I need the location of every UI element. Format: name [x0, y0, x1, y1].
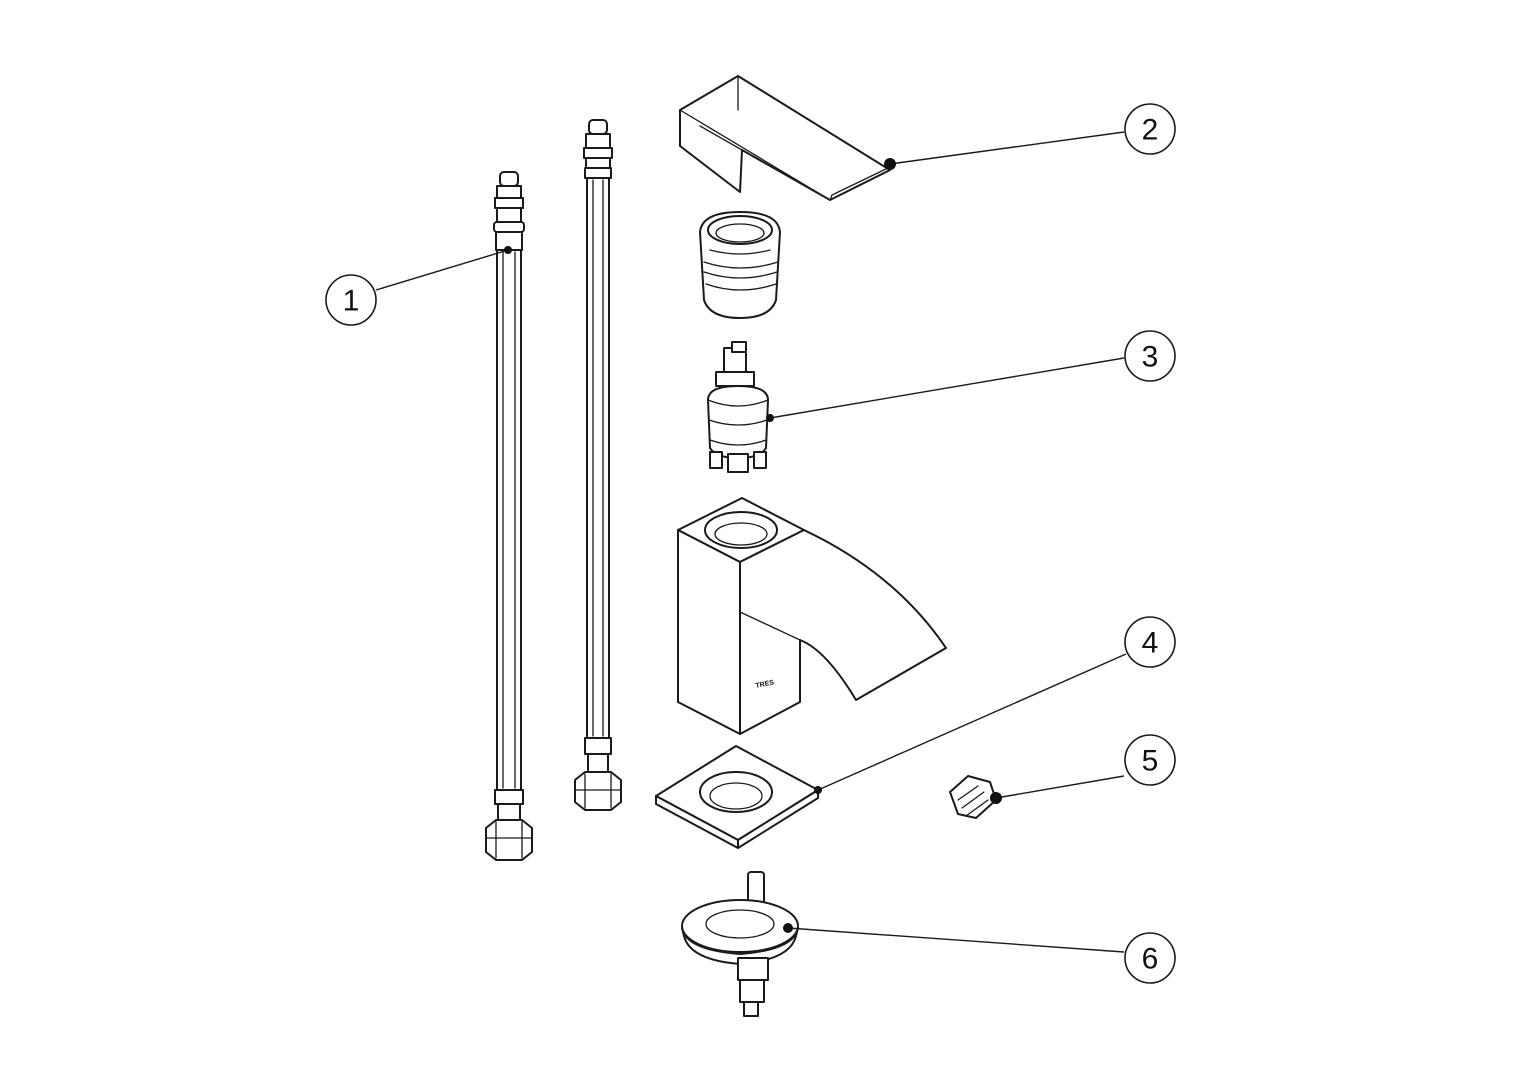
- leader-dot-1: [504, 246, 512, 254]
- leader-dot-5: [990, 792, 1002, 804]
- callout-number-5: 5: [1142, 745, 1159, 778]
- leader-6: [787, 927, 1125, 953]
- leader-1: [375, 249, 509, 291]
- callout-4: 4: [1124, 616, 1176, 668]
- callout-6: 6: [1124, 932, 1176, 984]
- leader-2: [889, 131, 1125, 165]
- callout-1: 1: [325, 274, 377, 326]
- callout-2: 2: [1124, 103, 1176, 155]
- callout-5: 5: [1124, 734, 1176, 786]
- leader-5: [995, 775, 1125, 799]
- lever-handle: [679, 75, 891, 201]
- callout-number-4: 4: [1142, 627, 1159, 660]
- flexible-hose-left: [485, 171, 533, 861]
- leader-dot-4: [814, 786, 822, 794]
- flexible-hose-right: [574, 119, 622, 811]
- body-brand-mark: TRES: [755, 679, 775, 690]
- leader-lines: [375, 131, 1127, 953]
- leader-dot-2: [884, 158, 896, 170]
- tap-body: TRES: [677, 497, 947, 735]
- callout-number-3: 3: [1142, 341, 1159, 374]
- callout-number-6: 6: [1142, 943, 1159, 976]
- leader-3: [769, 357, 1125, 419]
- callout-3: 3: [1124, 330, 1176, 382]
- leader-dot-3: [766, 414, 774, 422]
- cartridge: [707, 341, 769, 473]
- leader-4: [817, 653, 1127, 791]
- callout-number-2: 2: [1142, 114, 1159, 147]
- aerator: [949, 775, 997, 819]
- base-plate: [655, 745, 819, 849]
- fixing-set: [681, 871, 799, 1017]
- callout-number-1: 1: [343, 285, 360, 318]
- leader-dot-6: [783, 923, 793, 933]
- cartridge-cap: [699, 211, 781, 319]
